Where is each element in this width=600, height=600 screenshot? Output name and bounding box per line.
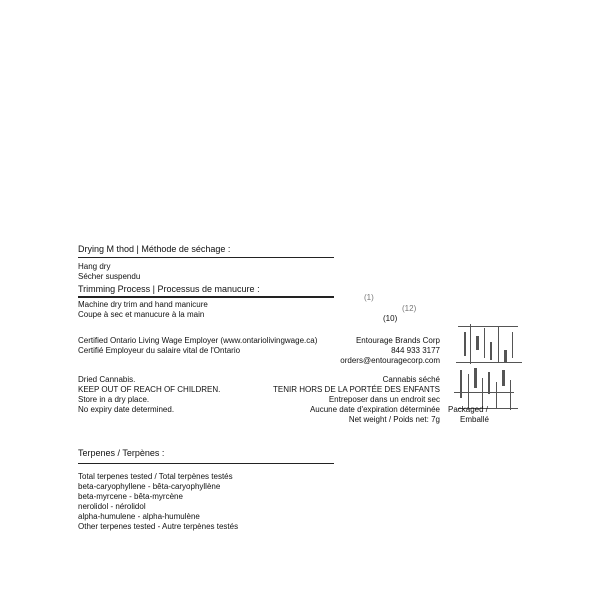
trimming-process-heading: Trimming Process | Processus de manucure… [78,284,260,294]
warning-fr-line-2: TENIR HORS DE LA PORTÉE DES ENFANTS [273,385,440,394]
warning-line-4: No expiry date determined. [78,405,175,414]
warning-line-3: Store in a dry place. [78,395,150,404]
living-wage-certification: Certified Ontario Living Wage Employer (… [78,336,317,356]
packaged-label: Packaged / [448,405,489,414]
trimming-process-text: Machine dry trim and hand manicure Coupe… [78,300,208,320]
terpene-line-3: beta-myrcene - bêta-myrcène [78,492,183,501]
warning-line-2: KEEP OUT OF REACH OF CHILDREN. [78,385,221,394]
trimming-line-fr: Coupe à sec et manucure à la main [78,310,205,319]
terpene-line-1: Total terpenes tested / Total terpènes t… [78,472,233,481]
warning-fr-line-3: Entreposer dans un endroit sec [328,395,440,404]
employer-line-en: Certified Ontario Living Wage Employer (… [78,336,318,345]
number-label-1: (1) [364,293,374,302]
terpene-line-5: alpha-humulene - alpha-humulène [78,512,200,521]
trimming-line-en: Machine dry trim and hand manicure [78,300,208,309]
warning-line-1: Dried Cannabis. [78,375,136,384]
trimming-rule [78,296,334,298]
warning-fr-line-1: Cannabis séché [382,375,440,384]
drying-method-heading: Drying M thod | Méthode de séchage : [78,244,231,254]
terpenes-heading: Terpenes / Terpènes : [78,448,165,458]
warning-fr-line-4: Aucune date d'expiration déterminée [309,405,440,414]
company-email: orders@entouragecorp.com [340,356,440,365]
terpene-line-2: beta-caryophyllene - bêta-caryophyllène [78,482,221,491]
terpene-line-4: nerolidol - nérolidol [78,502,146,511]
number-label-10: (10) [383,314,398,323]
terpenes-rule [78,463,334,464]
warnings-english: Dried Cannabis. KEEP OUT OF REACH OF CHI… [78,375,220,415]
warnings-french: Cannabis séché TENIR HORS DE LA PORTÉE D… [240,375,440,425]
drying-line-fr: Sécher suspendu [78,272,141,281]
drying-line-en: Hang dry [78,262,111,271]
terpene-line-6: Other terpenes tested - Autre terpènes t… [78,522,239,531]
drying-rule [78,257,334,258]
barcode-graphic [454,322,524,420]
employer-line-fr: Certifié Employeur du salaire vital de l… [78,346,241,355]
company-phone: 844 933 3177 [391,346,440,355]
number-label-12: (12) [402,304,417,313]
emballe-label: Emballé [460,415,489,424]
drying-method-text: Hang dry Sécher suspendu [78,262,140,282]
company-name: Entourage Brands Corp [355,336,440,345]
terpenes-list: Total terpenes tested / Total terpènes t… [78,472,238,532]
net-weight: Net weight / Poids net: 7g [348,415,440,424]
company-info: Entourage Brands Corp 844 933 3177 order… [330,336,440,366]
